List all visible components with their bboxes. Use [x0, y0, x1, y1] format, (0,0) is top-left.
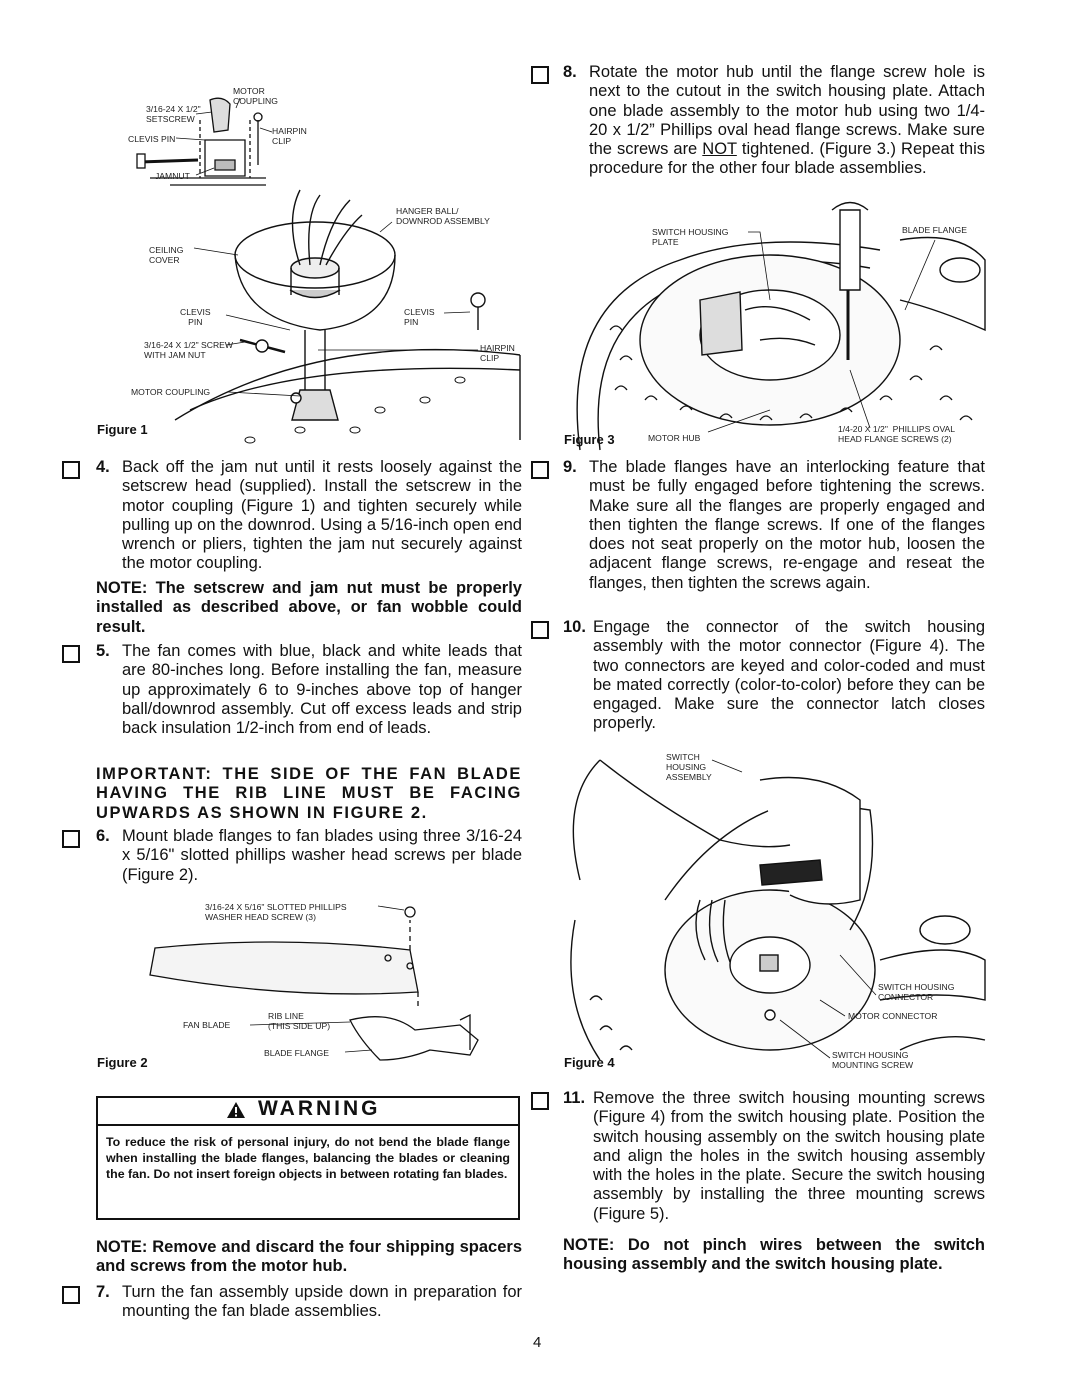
- step-8: 8. Rotate the motor hub until the flange…: [563, 63, 985, 179]
- callout-motor-coupling-top: MOTOR COUPLING: [233, 86, 278, 106]
- callout-fan-blade: FAN BLADE: [183, 1020, 231, 1030]
- step-4: 4. Back off the jam nut until it rests l…: [96, 458, 522, 574]
- callout-jamnut: JAMNUT: [155, 171, 190, 181]
- callout-motor-hub: MOTOR HUB: [648, 433, 701, 443]
- callout-hairpin-clip-right: HAIRPIN CLIP: [480, 343, 515, 363]
- step-4-text: Back off the jam nut until it rests loos…: [122, 458, 522, 573]
- step-4-number: 4.: [96, 458, 110, 476]
- callout-motor-connector: MOTOR CONNECTOR: [848, 1011, 938, 1021]
- note-pinch-wires: NOTE: Do not pinch wires between the swi…: [563, 1236, 985, 1274]
- warning-text: To reduce the risk of personal injury, d…: [106, 1135, 510, 1182]
- step-6-checkbox[interactable]: [62, 830, 80, 848]
- callout-motor-coupling: MOTOR COUPLING: [131, 387, 211, 397]
- figure-2-label: Figure 2: [97, 1055, 148, 1070]
- step-4-checkbox[interactable]: [62, 461, 80, 479]
- step-8-checkbox[interactable]: [531, 66, 549, 84]
- step-11-checkbox[interactable]: [531, 1092, 549, 1110]
- step-7-text: Turn the fan assembly upside down in pre…: [122, 1283, 522, 1321]
- step-8-text-post: tightened. (Figure 3.) Repeat this proce…: [589, 140, 985, 178]
- important-rib-line: IMPORTANT: THE SIDE OF THE FAN BLADE HAV…: [96, 765, 522, 822]
- step-6-text: Mount blade flanges to fan blades using …: [122, 827, 522, 884]
- step-6-number: 6.: [96, 827, 110, 845]
- callout-blade-flange-fig2: BLADE FLANGE: [264, 1048, 329, 1058]
- callout-switch-housing-plate: SWITCH HOUSING PLATE: [652, 227, 729, 247]
- step-9-number: 9.: [563, 458, 577, 476]
- note-shipping-spacers: NOTE: Remove and discard the four shippi…: [96, 1238, 522, 1276]
- callout-setscrew: 3/16-24 x 1/2" SETSCREW: [146, 104, 201, 124]
- warning-divider: [96, 1124, 520, 1126]
- step-6: 6. Mount blade flanges to fan blades usi…: [96, 827, 522, 885]
- step-10-number: 10.: [563, 618, 586, 636]
- step-7-number: 7.: [96, 1283, 110, 1301]
- note-setscrew: NOTE: The setscrew and jam nut must be p…: [96, 579, 522, 636]
- step-5: 5. The fan comes with blue, black and wh…: [96, 642, 522, 738]
- step-11-number: 11.: [563, 1089, 586, 1107]
- step-5-number: 5.: [96, 642, 110, 660]
- callout-rib-line: RIB LINE (THIS SIDE UP): [268, 1011, 331, 1031]
- callout-switch-housing-assembly: SWITCH HOUSING ASSEMBLY: [666, 752, 712, 782]
- warning-box: [96, 1096, 520, 1220]
- warning-triangle-icon: [227, 1102, 245, 1118]
- callout-screw-jam-nut: 3/16-24 x 1/2" SCREW WITH JAM NUT: [144, 340, 234, 360]
- callout-switch-housing-connector: SWITCH HOUSING CONNECTOR: [878, 982, 955, 1002]
- step-10: 10. Engage the connector of the switch h…: [563, 618, 985, 734]
- callout-clevis-pin-right: CLEVIS PIN: [404, 307, 435, 327]
- callout-hairpin-clip-top: HAIRPIN CLIP: [272, 126, 307, 146]
- step-9-text: The blade flanges have an interlocking f…: [589, 458, 985, 592]
- step-7: 7. Turn the fan assembly upside down in …: [96, 1283, 522, 1322]
- figure-1-label: Figure 1: [97, 422, 148, 437]
- step-7-checkbox[interactable]: [62, 1286, 80, 1304]
- step-11: 11. Remove the three switch housing moun…: [563, 1089, 985, 1224]
- step-9-checkbox[interactable]: [531, 461, 549, 479]
- warning-header: WARNING: [96, 1096, 520, 1124]
- step-10-checkbox[interactable]: [531, 621, 549, 639]
- step-8-number: 8.: [563, 63, 577, 81]
- callout-blade-flange-fig3: BLADE FLANGE: [902, 225, 967, 235]
- callout-hanger-ball: HANGER BALL/ DOWNROD ASSEMBLY: [396, 206, 490, 226]
- callout-clevis-pin-top: CLEVIS PIN: [128, 134, 176, 144]
- step-10-text: Engage the connector of the switch housi…: [593, 618, 985, 733]
- step-5-checkbox[interactable]: [62, 645, 80, 663]
- callout-clevis-pin-left: CLEVIS PIN: [180, 307, 211, 327]
- figure-3-label: Figure 3: [564, 432, 615, 447]
- figure-4-label: Figure 4: [564, 1055, 615, 1070]
- callout-flange-screws: 1/4-20 X 1/2" PHILLIPS OVAL HEAD FLANGE …: [838, 424, 956, 444]
- step-5-text: The fan comes with blue, black and white…: [122, 642, 522, 738]
- step-11-text: Remove the three switch housing mounting…: [593, 1089, 985, 1223]
- callout-washer-head-screw: 3/16-24 x 5/16" SLOTTED PHILLIPS WASHER …: [205, 902, 347, 922]
- step-9: 9. The blade flanges have an interlockin…: [563, 458, 985, 593]
- step-8-not: NOT: [702, 140, 737, 159]
- callout-ceiling-cover: CEILING COVER: [149, 245, 184, 265]
- page-number: 4: [533, 1334, 542, 1351]
- step-8-text-pre: Rotate the motor hub until the flange sc…: [589, 63, 985, 159]
- callout-mounting-screw: SWITCH HOUSING MOUNTING SCREW: [832, 1050, 914, 1070]
- warning-title: WARNING: [258, 1097, 381, 1120]
